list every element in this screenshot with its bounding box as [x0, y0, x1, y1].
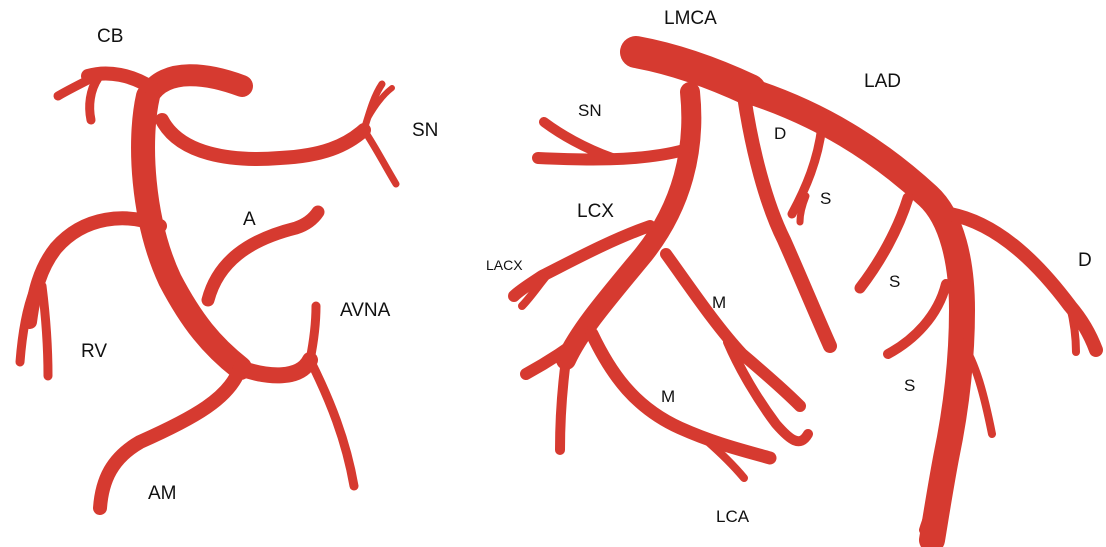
s2-branch [860, 198, 908, 288]
label-m2: M [661, 388, 675, 405]
label-lad: LAD [864, 72, 901, 91]
label-lcx: LCX [577, 202, 614, 221]
s3-branch [888, 284, 946, 354]
label-avna: AVNA [340, 301, 390, 320]
label-s3: S [904, 377, 915, 394]
rca-root-vessel [148, 75, 242, 96]
rv-branch [30, 218, 160, 322]
cb-twig-lower [90, 78, 98, 120]
right-coronary-artery-tree [20, 73, 396, 508]
label-cb: CB [97, 27, 123, 46]
a-branch [208, 212, 318, 300]
m1-branch [666, 254, 800, 406]
label-am: AM [148, 484, 177, 503]
label-lmca: LMCA [664, 9, 717, 28]
label-lacx: LACX [486, 258, 523, 272]
pd-branch [310, 360, 354, 486]
sn-twig-lower [364, 130, 396, 184]
avna-twig [310, 306, 316, 360]
lcx-trunk [566, 92, 691, 360]
lcx-tail [560, 360, 566, 450]
label-a: A [243, 210, 256, 229]
rv-twig-2 [42, 286, 48, 376]
label-rv: RV [81, 342, 107, 361]
sn-branch [162, 120, 364, 159]
label-lca: LCA [716, 508, 749, 525]
label-m1: M [712, 294, 726, 311]
label-sn-left: SN [578, 102, 602, 119]
label-sn-right: SN [412, 121, 438, 140]
left-coronary-artery-tree [514, 52, 1096, 540]
label-d2: D [1078, 251, 1092, 270]
d2-twig [1070, 306, 1076, 352]
label-d1: D [774, 125, 786, 142]
label-s1: S [820, 190, 831, 207]
label-s2: S [889, 273, 900, 290]
m1-twig [728, 342, 808, 441]
s1-twig [800, 196, 806, 222]
sn-twig-left [544, 122, 612, 158]
